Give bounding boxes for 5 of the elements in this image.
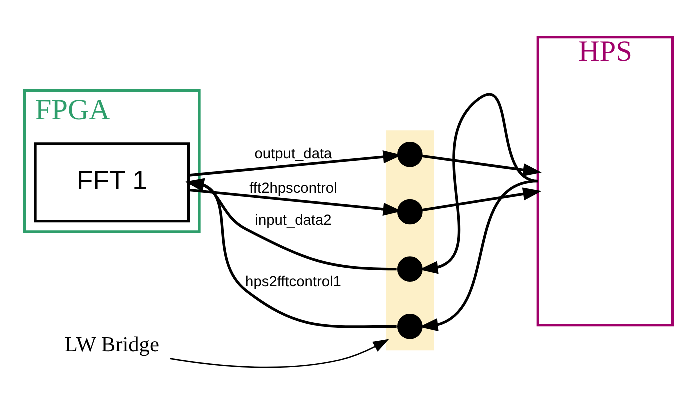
edge-label: hps2fftcontrol1 [246,274,342,290]
node-text: LW Bridge [64,332,160,356]
edge-label: input_data2 [255,212,332,229]
edge-label: fft2hpscontrol [250,180,338,197]
edge-label: output_data [254,146,332,162]
